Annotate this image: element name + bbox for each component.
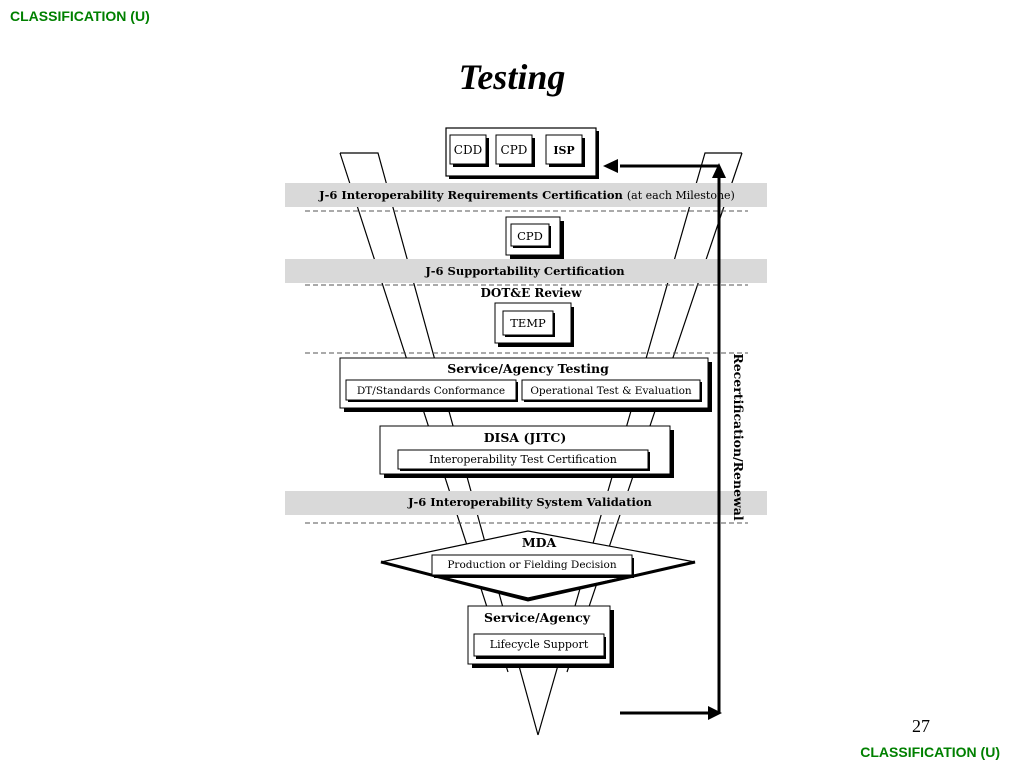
page-number: 27	[912, 716, 930, 736]
service-agency-sub: Lifecycle Support	[490, 638, 589, 651]
band-validation	[285, 491, 767, 515]
temp-box: TEMP	[494, 302, 574, 347]
band-supportability-label: J-6 Supportability Certification	[424, 264, 625, 278]
top-docs-group: CDD CPD ISP	[445, 127, 599, 179]
band-supportability	[285, 259, 767, 283]
mda-sub: Production or Fielding Decision	[447, 559, 617, 571]
recertification-loop	[620, 164, 721, 715]
service-agency-title: Service/Agency	[484, 610, 591, 625]
ote-label: Operational Test & Evaluation	[530, 385, 692, 397]
mda-title: MDA	[522, 535, 557, 550]
doc-cdd: CDD	[454, 143, 482, 157]
doc-cpd: CPD	[501, 143, 528, 157]
recertification-label: Recertification/Renewal	[731, 353, 746, 521]
doc-isp: ISP	[553, 144, 574, 157]
arrow-up-icon	[712, 163, 726, 178]
mda-diamond: MDA Production or Fielding Decision	[380, 530, 696, 602]
band-requirements	[285, 183, 767, 207]
dashed-separators	[305, 210, 748, 524]
band-requirements-label: J-6 Interoperability Requirements Certif…	[318, 188, 735, 202]
disa-jitc-box: DISA (JITC) Interoperability Test Certif…	[379, 425, 674, 478]
classification-bottom: CLASSIFICATION (U)	[860, 744, 1000, 760]
service-testing-title: Service/Agency Testing	[447, 361, 609, 376]
service-agency-testing-box: Service/Agency Testing DT/Standards Conf…	[339, 357, 712, 412]
cpd-box: CPD	[505, 216, 564, 259]
slide-title: Testing	[458, 57, 566, 97]
arrow-right-bottom-icon	[708, 706, 722, 720]
dt-standards-label: DT/Standards Conformance	[357, 385, 505, 397]
disa-sub: Interoperability Test Certification	[429, 453, 617, 466]
band-validation-label: J-6 Interoperability System Validation	[407, 495, 652, 509]
svg-text:TEMP: TEMP	[510, 316, 546, 330]
disa-title: DISA (JITC)	[484, 430, 567, 445]
dote-review-label: DOT&E Review	[480, 286, 582, 300]
arrow-left-top-icon	[603, 159, 618, 173]
svg-text:CPD: CPD	[517, 229, 543, 243]
classification-top: CLASSIFICATION (U)	[10, 8, 150, 24]
service-agency-box: Service/Agency Lifecycle Support	[467, 605, 614, 668]
